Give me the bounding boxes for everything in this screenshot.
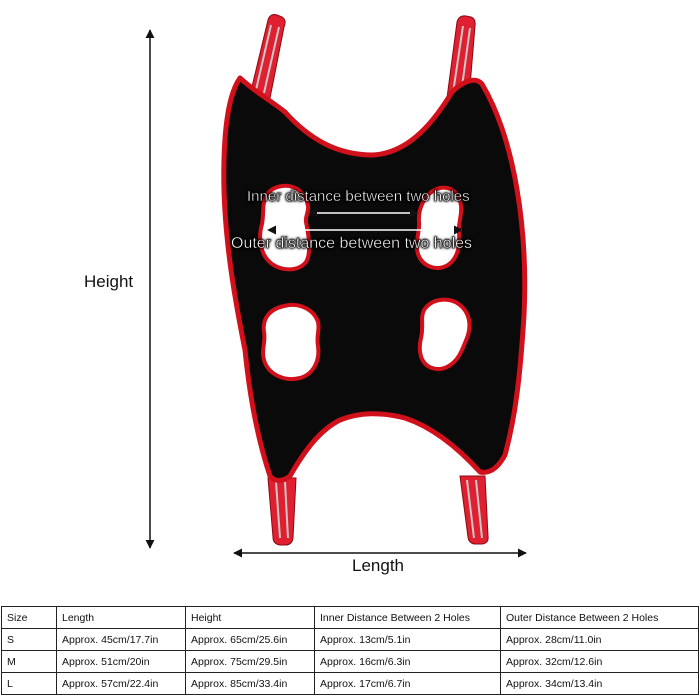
table-cell: Approx. 16cm/6.3in	[314, 650, 501, 673]
table-header-cell: Size	[1, 606, 57, 629]
table-row: L Approx. 57cm/22.4in Approx. 85cm/33.4i…	[1, 672, 699, 695]
table-cell: M	[1, 650, 57, 673]
table-cell: Approx. 17cm/6.7in	[314, 672, 501, 695]
inner-distance-label: Inner distance between two holes	[247, 188, 470, 205]
length-label: Length	[352, 556, 404, 575]
strap-bottom-right	[459, 475, 489, 545]
height-label: Height	[84, 272, 134, 291]
table-cell: Approx. 57cm/22.4in	[56, 672, 186, 695]
strap-bottom-left	[267, 477, 297, 546]
table-cell: Approx. 85cm/33.4in	[185, 672, 315, 695]
strap-top-left	[249, 14, 286, 99]
table-cell: S	[1, 628, 57, 651]
table-cell: Approx. 34cm/13.4in	[500, 672, 699, 695]
leg-hole-bottom-left	[261, 303, 321, 381]
table-cell: Approx. 51cm/20in	[56, 650, 186, 673]
table-cell: L	[1, 672, 57, 695]
table-row: S Approx. 45cm/17.7in Approx. 65cm/25.6i…	[1, 628, 699, 651]
size-table: Size Length Height Inner Distance Betwee…	[1, 606, 699, 695]
table-cell: Approx. 32cm/12.6in	[500, 650, 699, 673]
table-header-cell: Length	[56, 606, 186, 629]
table-header-cell: Height	[185, 606, 315, 629]
table-cell: Approx. 75cm/29.5in	[185, 650, 315, 673]
hammock-body	[221, 75, 528, 483]
hammock-illustration	[145, 14, 528, 558]
table-header-row: Size Length Height Inner Distance Betwee…	[1, 606, 699, 629]
table-row: M Approx. 51cm/20in Approx. 75cm/29.5in …	[1, 650, 699, 673]
table-cell: Approx. 28cm/11.0in	[500, 628, 699, 651]
table-cell: Approx. 65cm/25.6in	[185, 628, 315, 651]
table-cell: Approx. 13cm/5.1in	[314, 628, 501, 651]
outer-distance-label: Outer distance between two holes	[231, 235, 473, 252]
table-header-cell: Outer Distance Between 2 Holes	[500, 606, 699, 629]
table-cell: Approx. 45cm/17.7in	[56, 628, 186, 651]
table-header-cell: Inner Distance Between 2 Holes	[314, 606, 501, 629]
leg-hole-bottom-right	[417, 297, 472, 371]
